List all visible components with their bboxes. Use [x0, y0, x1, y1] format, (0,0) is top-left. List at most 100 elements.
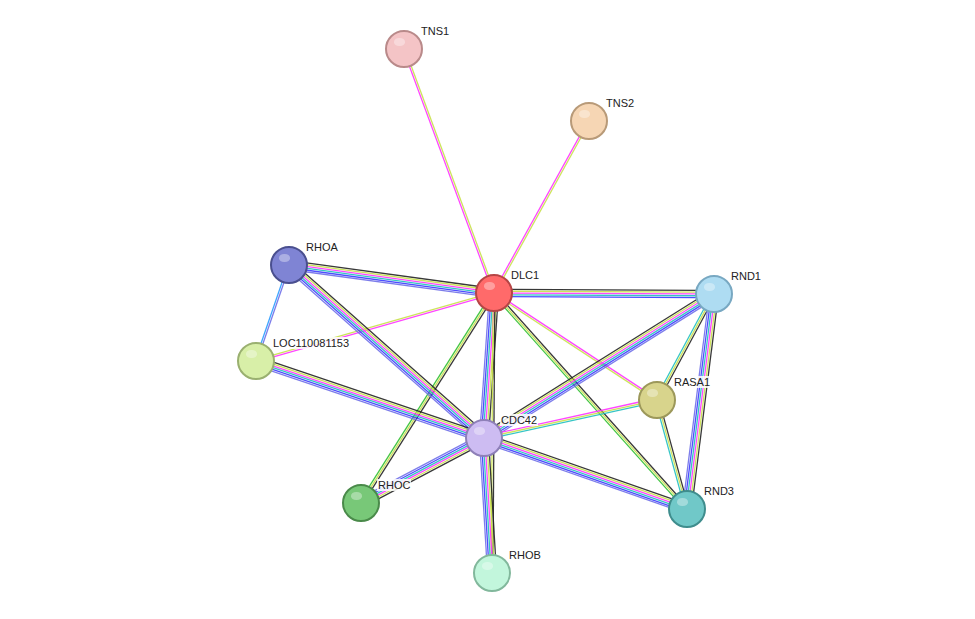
protein-circle: [270, 246, 308, 284]
interaction-edge: [303, 263, 479, 296]
evidence-strand: [509, 292, 699, 294]
evidence-strand: [684, 309, 707, 494]
evidence-strand: [368, 305, 485, 489]
evidence-strand: [664, 307, 707, 386]
evidence-strand: [304, 264, 479, 288]
evidence-strand: [499, 440, 673, 501]
label-holder: RASA1: [673, 372, 711, 390]
protein-label: RND3: [703, 485, 735, 497]
interaction-edge: [372, 441, 472, 500]
evidence-strand: [269, 370, 468, 437]
protein-circle: [570, 102, 608, 140]
protein-node: RND1: [695, 275, 733, 313]
evidence-strand: [499, 403, 642, 434]
protein-label: RHOB: [508, 549, 542, 561]
protein-node: TNS2: [570, 102, 608, 140]
evidence-strand: [500, 439, 674, 500]
evidence-strand: [692, 309, 715, 494]
interaction-edge: [497, 439, 674, 508]
label-holder: RND3: [703, 481, 735, 499]
evidence-strand: [481, 308, 489, 423]
interaction-edge: [498, 402, 642, 437]
evidence-strand: [688, 309, 711, 494]
protein-node: CDC42: [465, 419, 503, 457]
evidence-strand: [408, 64, 487, 279]
evidence-strand: [304, 268, 479, 292]
protein-circle: [473, 554, 511, 592]
evidence-strand: [304, 270, 479, 294]
evidence-strand: [499, 405, 642, 436]
evidence-strand: [663, 414, 685, 494]
evidence-strand: [304, 266, 479, 290]
evidence-strand: [659, 415, 681, 495]
evidence-strand: [499, 442, 673, 503]
evidence-strand: [272, 362, 471, 429]
label-holder: CDC42: [500, 410, 538, 428]
protein-label: TNS2: [605, 97, 635, 109]
protein-circle: [638, 381, 676, 419]
evidence-strand: [271, 363, 470, 430]
interaction-edge: [480, 453, 495, 558]
label-holder: LOC110081153: [272, 333, 350, 351]
evidence-strand: [509, 291, 699, 293]
evidence-strand: [305, 263, 480, 287]
protein-label: RHOC: [377, 479, 411, 491]
evidence-strand: [497, 446, 671, 507]
protein-node: RHOC: [342, 484, 380, 522]
interaction-edge: [408, 63, 489, 279]
protein-circle: [237, 342, 275, 380]
evidence-strand: [497, 303, 701, 431]
evidence-strand: [270, 368, 469, 435]
protein-node: RHOB: [473, 554, 511, 592]
evidence-strand: [504, 304, 677, 497]
label-holder: RHOA: [305, 237, 339, 255]
interaction-edge: [659, 414, 684, 495]
evidence-strand: [496, 301, 700, 429]
label-holder: RND1: [730, 266, 762, 284]
evidence-strand: [372, 441, 468, 492]
evidence-strand: [497, 447, 671, 508]
label-holder: TNS2: [605, 93, 635, 111]
interaction-edge: [269, 362, 471, 438]
evidence-strand: [271, 298, 480, 358]
protein-circle: [342, 484, 380, 522]
evidence-strand: [482, 308, 490, 423]
interaction-edge: [270, 296, 479, 357]
evidence-strand: [502, 135, 582, 280]
label-holder: RHOB: [508, 545, 542, 563]
evidence-strand: [377, 449, 473, 500]
interaction-edge: [494, 298, 703, 433]
interaction-edge: [509, 289, 699, 297]
protein-label: TNS1: [420, 25, 450, 37]
protein-circle: [465, 419, 503, 457]
evidence-strand: [410, 63, 489, 278]
protein-label: LOC110081153: [272, 337, 350, 349]
label-holder: TNS1: [420, 21, 450, 39]
protein-circle: [385, 30, 423, 68]
protein-label: DLC1: [510, 269, 540, 281]
evidence-strand: [498, 402, 641, 433]
evidence-strand: [495, 300, 699, 428]
protein-node: TNS1: [385, 30, 423, 68]
evidence-strand: [376, 447, 472, 498]
protein-label: CDC42: [500, 414, 538, 426]
protein-circle: [668, 490, 706, 528]
evidence-strand: [374, 444, 470, 495]
evidence-strand: [303, 272, 478, 296]
protein-node: RASA1: [638, 381, 676, 419]
label-holder: RHOC: [377, 475, 411, 493]
protein-circle: [695, 275, 733, 313]
evidence-strand: [661, 415, 683, 495]
protein-node: DLC1: [475, 274, 513, 312]
protein-circle: [475, 274, 513, 312]
protein-node: RND3: [668, 490, 706, 528]
evidence-strand: [375, 446, 471, 497]
protein-label: RHOA: [305, 241, 339, 253]
evidence-strand: [509, 294, 699, 296]
protein-node: LOC110081153: [237, 342, 275, 380]
label-holder: DLC1: [510, 265, 540, 283]
evidence-strand: [498, 444, 672, 505]
interaction-edge: [501, 134, 583, 280]
evidence-strand: [270, 367, 469, 434]
